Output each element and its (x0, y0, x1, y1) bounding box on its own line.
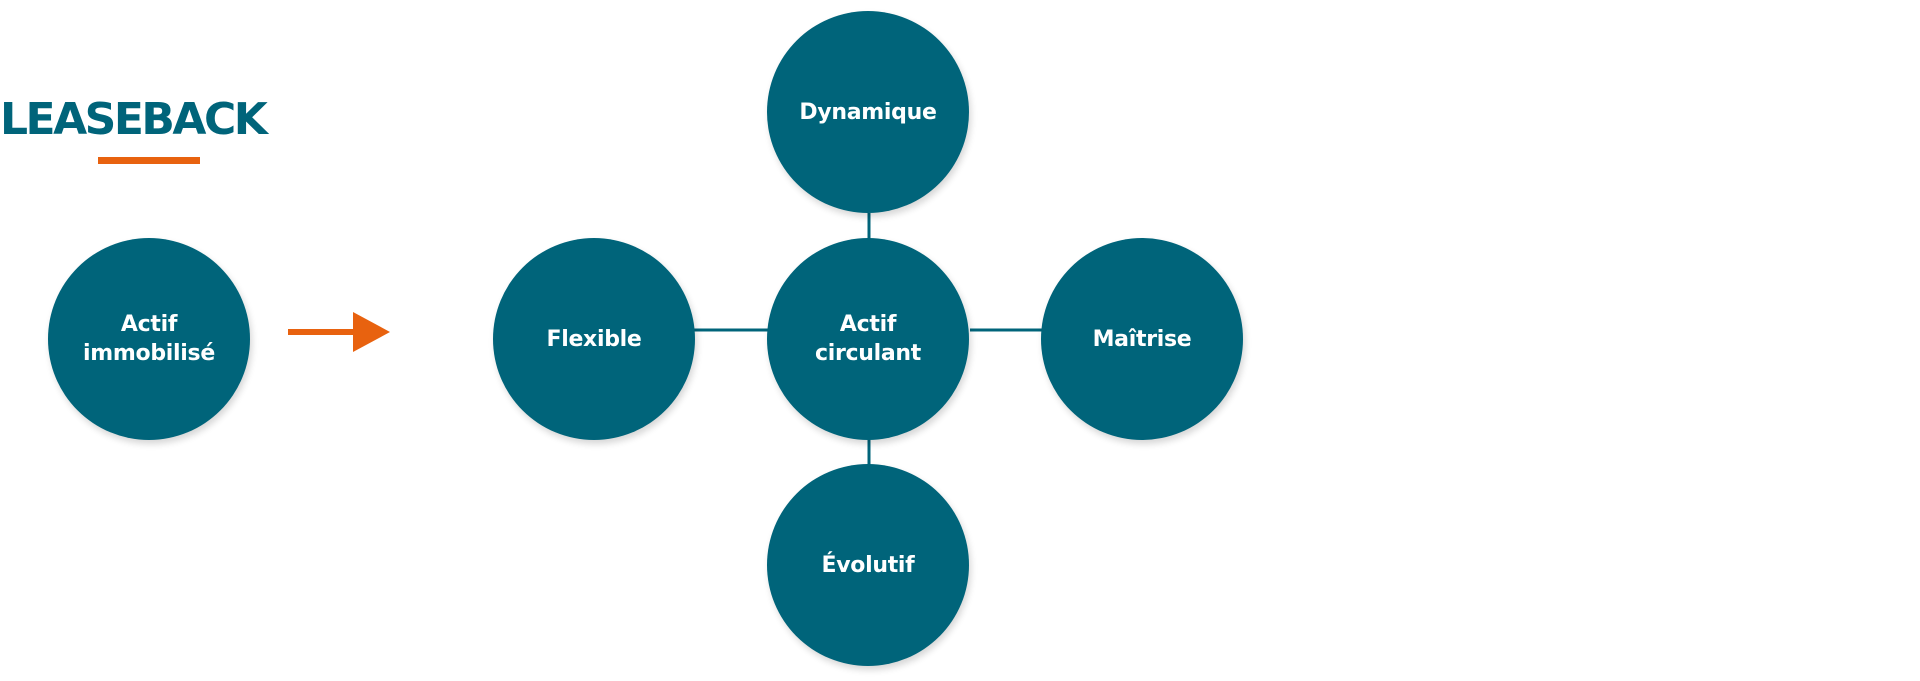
hub-node-bottom-label: Évolutif (821, 552, 915, 578)
diagram-title: LEASEBACK (0, 94, 268, 145)
hub-node-left: Flexible (493, 238, 695, 440)
hub-node-top: Dynamique (767, 11, 969, 213)
arrow-right-icon (288, 312, 390, 352)
hub-node-bottom: Évolutif (767, 464, 969, 666)
source-node: Actif immobilisé (48, 238, 250, 440)
hub-node-top-label: Dynamique (799, 99, 937, 125)
hub-node-left-label: Flexible (546, 326, 642, 352)
hub-node-right-label: Maîtrise (1092, 326, 1192, 352)
hub-node-right: Maîtrise (1041, 238, 1243, 440)
title-underline (98, 157, 200, 164)
source-node-label: Actif immobilisé (83, 312, 215, 366)
hub-node-center-label: Actif circulant (814, 312, 921, 366)
hub-node-center: Actif circulant (767, 238, 969, 440)
